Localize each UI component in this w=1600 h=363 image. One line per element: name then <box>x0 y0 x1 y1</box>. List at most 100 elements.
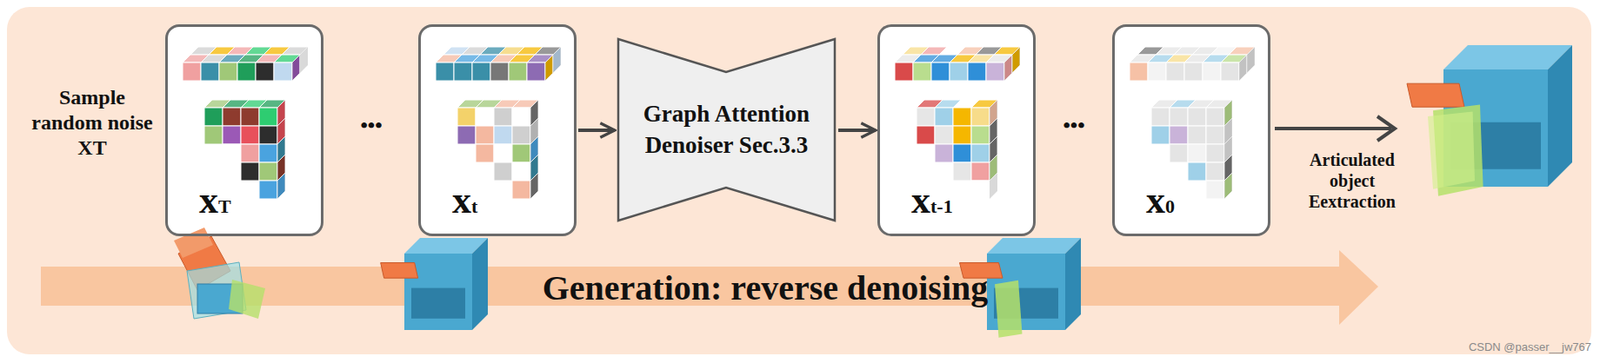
cube-face <box>916 126 935 145</box>
cube-face <box>512 107 531 127</box>
cube-face <box>182 62 201 81</box>
cube-face <box>1169 126 1188 145</box>
cube-face <box>508 62 527 81</box>
cube-face <box>292 54 300 81</box>
free-label: ••• <box>340 113 402 139</box>
cube-face <box>475 107 494 127</box>
state-box: x0 <box>1112 24 1271 237</box>
cube-face <box>953 162 972 181</box>
cube-face <box>913 62 932 81</box>
box-fill <box>879 26 1034 235</box>
cube-shade <box>1004 54 1013 81</box>
door <box>994 280 1023 339</box>
free-label: Generation: reverse denoising <box>486 267 1044 310</box>
cube-face <box>1151 126 1170 145</box>
cube-face <box>971 107 990 127</box>
cube-face <box>219 62 238 81</box>
bowtie-shape <box>616 37 837 223</box>
cube-face <box>512 162 531 181</box>
cube-face <box>953 126 972 145</box>
cube-face <box>240 162 260 181</box>
cube-shade <box>545 54 554 81</box>
cabinet-side <box>472 238 488 331</box>
cube-face <box>435 62 454 81</box>
door-ghost <box>1427 112 1475 190</box>
cube-face <box>457 126 476 145</box>
state-label: xt <box>452 181 478 220</box>
cube-face <box>222 144 241 163</box>
cube-face <box>1187 162 1207 181</box>
cube-face <box>1239 54 1247 81</box>
cube-face <box>934 107 954 127</box>
cube-face <box>1129 62 1148 81</box>
cube-face <box>493 126 513 145</box>
cube-face <box>953 107 972 127</box>
box-fill <box>166 26 322 235</box>
cube-face <box>259 126 278 145</box>
box-fill <box>1113 26 1269 235</box>
cube-face <box>512 180 531 200</box>
cube-face <box>453 62 473 81</box>
state-label: xT <box>199 181 232 220</box>
cube-face <box>989 173 998 200</box>
cube-face <box>1004 54 1013 81</box>
cube-face <box>273 62 293 81</box>
cube-face <box>222 107 241 127</box>
box-fill <box>420 26 575 235</box>
cube-face <box>1187 126 1207 145</box>
cube-face <box>259 107 278 127</box>
cube-face <box>475 126 494 145</box>
cube-face <box>200 62 220 81</box>
cube-face <box>1151 107 1170 127</box>
extract-arrow <box>1274 126 1392 131</box>
cube-face <box>967 62 987 81</box>
cube-face <box>931 62 950 81</box>
cube-face <box>986 62 1005 81</box>
cube-face <box>493 144 513 163</box>
cube-face <box>475 144 494 163</box>
cube-face <box>490 62 509 81</box>
cube-face <box>240 144 260 163</box>
cube-face <box>1169 144 1188 163</box>
cube-shade <box>553 46 561 74</box>
cube-face <box>240 107 260 127</box>
state-label: xt-1 <box>911 181 954 220</box>
cube-face <box>971 126 990 145</box>
cube-face <box>259 162 278 181</box>
cube-shade <box>292 54 300 81</box>
cube-face <box>953 144 972 163</box>
denoiser-block: Graph Attention Denoiser Sec.3.3 <box>616 37 837 223</box>
band-arrow <box>40 250 1379 326</box>
cube-face <box>457 107 476 127</box>
cube-face <box>300 46 308 74</box>
cube-face <box>530 173 539 200</box>
watermark: CSDN @passer__jw767 <box>1460 340 1592 355</box>
cube-face <box>971 144 990 163</box>
extract-arrowhead <box>1377 116 1395 141</box>
cube-shade <box>300 46 308 74</box>
cabinet-side <box>1065 238 1081 331</box>
cabinet-side <box>1547 45 1573 187</box>
cube-shade <box>1224 173 1233 200</box>
cabinet-opening <box>411 288 466 320</box>
cube-face <box>472 62 491 81</box>
cube-face <box>1166 62 1185 81</box>
cube-face <box>1224 173 1233 200</box>
cube-face <box>1206 144 1225 163</box>
flow-arrow <box>838 128 876 133</box>
cube-face <box>1206 162 1225 181</box>
cube-face <box>1206 107 1225 127</box>
cube-face <box>512 144 531 163</box>
cube-face <box>493 107 513 127</box>
block-label: Graph Attention Denoiser Sec.3.3 <box>633 99 820 160</box>
cube-face <box>553 46 561 74</box>
cube-face <box>1206 126 1225 145</box>
cube-face <box>1202 62 1221 81</box>
state-box: xt-1 <box>877 24 1036 237</box>
drawer-part <box>173 227 214 259</box>
drawer <box>1406 83 1465 107</box>
cube-face <box>259 144 278 163</box>
cube-face <box>255 62 274 81</box>
cabinet-illustration <box>380 238 488 331</box>
